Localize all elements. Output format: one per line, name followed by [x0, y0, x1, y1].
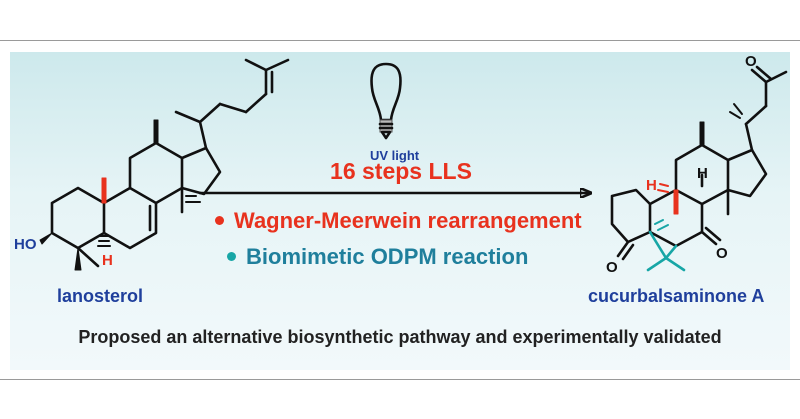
- side-chain-ketone-oxygen: O: [745, 53, 757, 70]
- hydroxyl-atom-label: HO: [14, 236, 37, 253]
- ring-a-ketone-oxygen: O: [606, 259, 618, 276]
- graphical-abstract-panel: [10, 52, 790, 370]
- starting-material-name: lanosterol: [57, 286, 144, 306]
- steps-label: 16 steps LLS: [330, 158, 472, 184]
- product-name: cucurbalsaminone A: [588, 286, 765, 306]
- key-step-odpm: Biomimetic ODPM reaction: [227, 244, 528, 270]
- bottom-divider: [0, 379, 800, 380]
- top-divider: [0, 40, 800, 41]
- key-step-wagner-meerwein: Wagner-Meerwein rearrangement: [215, 208, 582, 234]
- ring-b-ketone-oxygen: O: [716, 245, 728, 262]
- key-step-2-text: Biomimetic ODPM reaction: [246, 244, 529, 269]
- lanosterol-hydrogen-label: H: [102, 252, 113, 269]
- uv-light-label: UV light: [370, 148, 420, 163]
- bullet-dot-red: [215, 215, 224, 225]
- summary-caption: Proposed an alternative biosynthetic pat…: [78, 327, 722, 347]
- bullet-dot-teal: [227, 251, 236, 261]
- key-step-1-text: Wagner-Meerwein rearrangement: [234, 208, 582, 233]
- product-hydrogen-red: H: [646, 177, 657, 194]
- uv-light-bulb-icon: [370, 62, 402, 140]
- lanosterol-structure: [39, 58, 290, 271]
- product-hydrogen-black: H: [697, 165, 708, 182]
- cucurbalsaminone-structure: [610, 65, 788, 272]
